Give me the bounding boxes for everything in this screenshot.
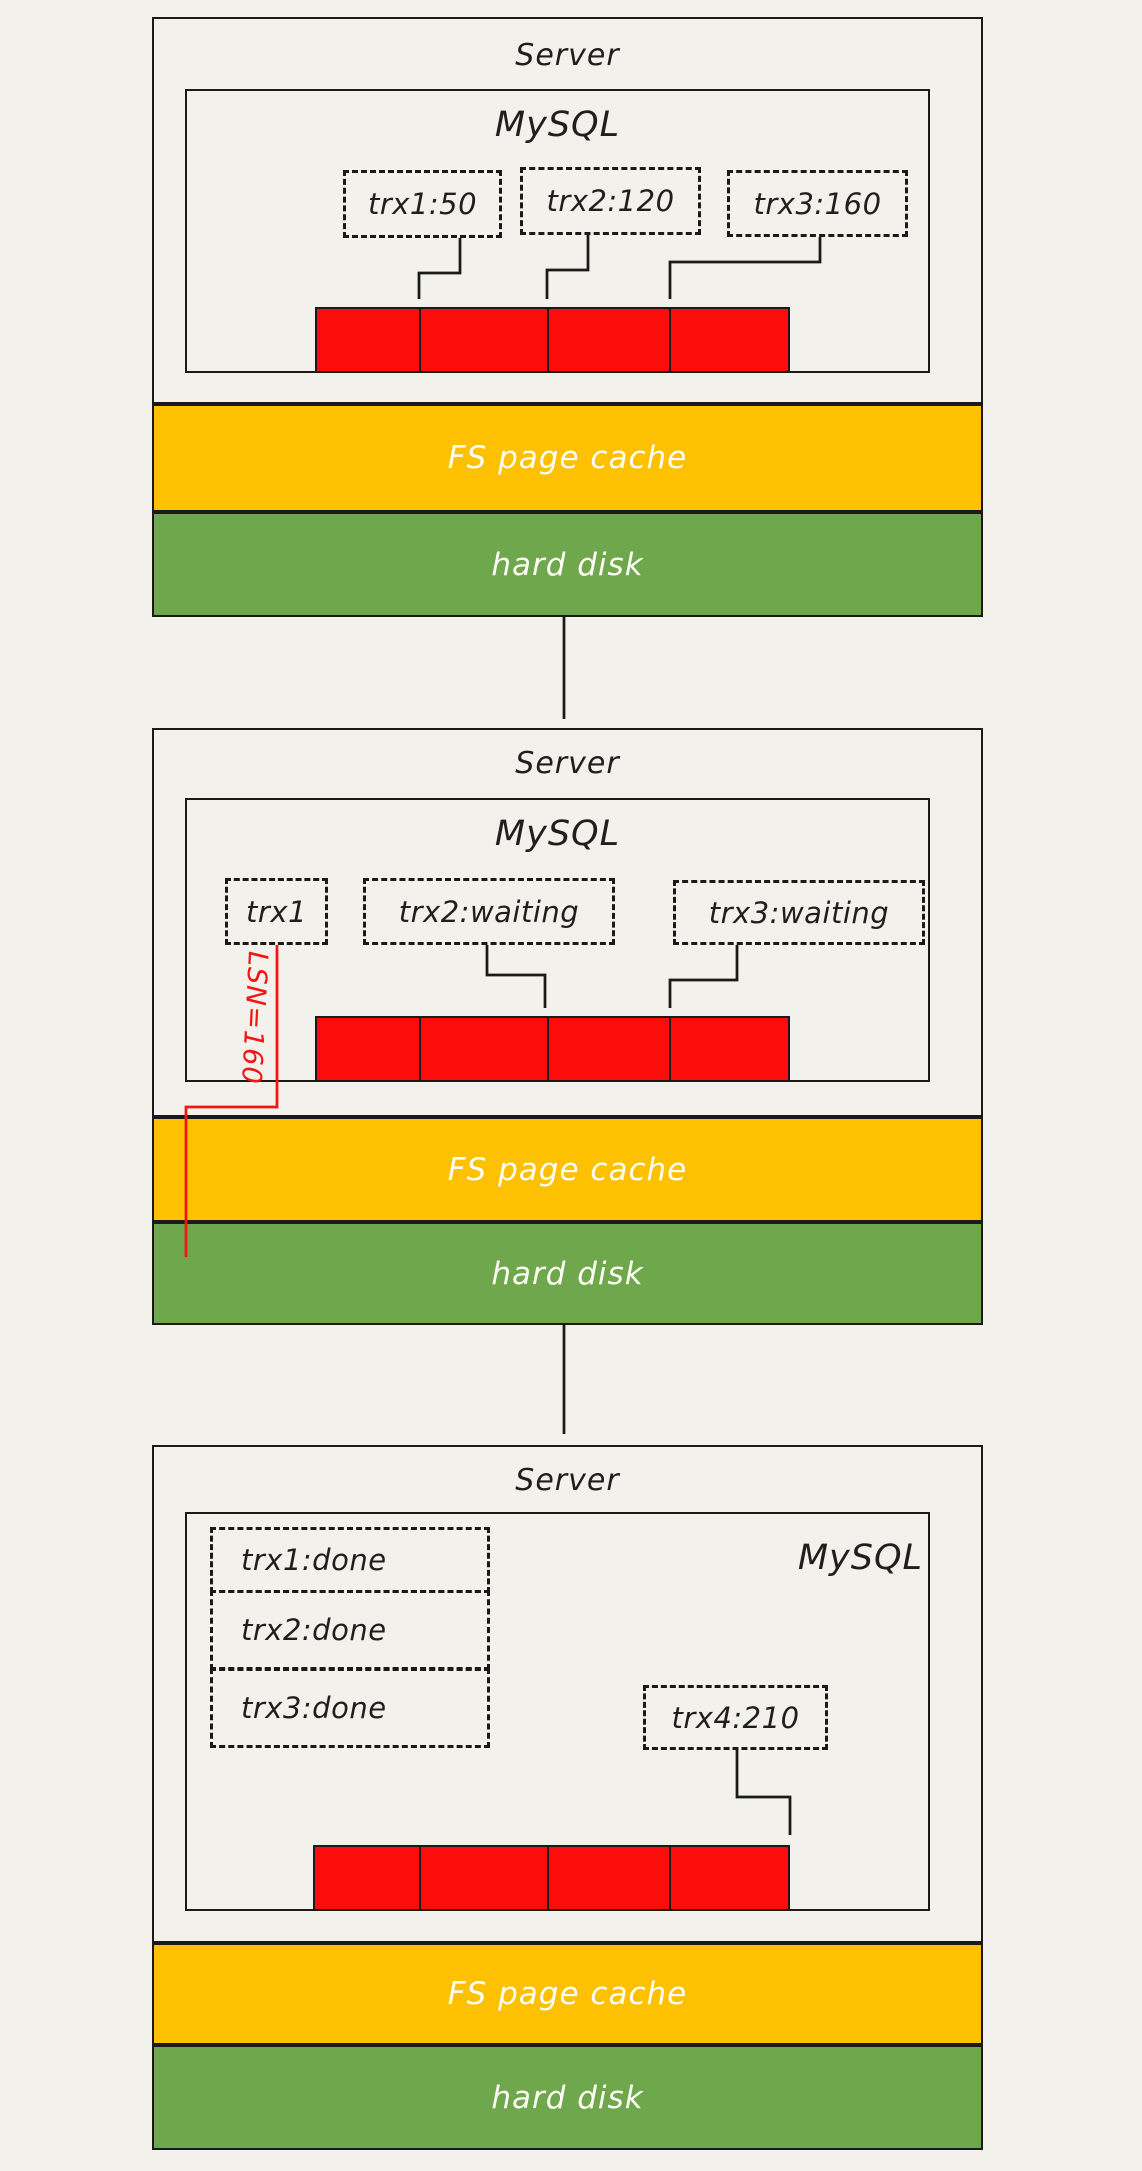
trx3-done-box: trx3:done bbox=[210, 1668, 490, 1748]
hard-disk-band-2: hard disk bbox=[152, 1222, 983, 1325]
log-buffer-segment bbox=[317, 1018, 421, 1080]
mysql-label-2: MySQL bbox=[494, 814, 621, 854]
mysql-label-3: MySQL bbox=[797, 1538, 923, 1578]
server-label-2: Server bbox=[515, 746, 620, 781]
trx2-waiting-box: trx2:waiting bbox=[363, 878, 615, 945]
server-box-3 bbox=[152, 1445, 983, 1943]
fs-page-cache-band-1: FS page cache bbox=[152, 404, 983, 512]
log-buffer-segment bbox=[549, 1018, 671, 1080]
server-box-2 bbox=[152, 728, 983, 1117]
log-buffer-segment bbox=[317, 309, 421, 371]
trx2-done-box: trx2:done bbox=[210, 1590, 490, 1670]
fs-page-cache-band-2: FS page cache bbox=[152, 1117, 983, 1222]
trx1-box-2: trx1 bbox=[225, 878, 328, 945]
server-label-1: Server bbox=[515, 38, 620, 73]
trx4-box: trx4:210 bbox=[643, 1685, 828, 1750]
log-buffer-segment bbox=[549, 309, 671, 371]
mysql-label-1: MySQL bbox=[494, 105, 621, 145]
log-buffer-1 bbox=[315, 307, 790, 373]
log-buffer-3 bbox=[313, 1845, 790, 1911]
log-buffer-segment bbox=[671, 1018, 788, 1080]
log-buffer-segment bbox=[315, 1847, 421, 1909]
log-buffer-segment bbox=[549, 1847, 671, 1909]
log-buffer-segment bbox=[421, 1847, 549, 1909]
hard-disk-band-1: hard disk bbox=[152, 512, 983, 617]
fs-page-cache-band-3: FS page cache bbox=[152, 1943, 983, 2045]
trx2-box-1: trx2:120 bbox=[520, 167, 701, 235]
trx3-box-1: trx3:160 bbox=[727, 170, 908, 237]
server-box-1 bbox=[152, 17, 983, 404]
log-buffer-segment bbox=[421, 309, 549, 371]
log-buffer-segment bbox=[671, 309, 788, 371]
hard-disk-band-3: hard disk bbox=[152, 2045, 983, 2150]
trx3-waiting-box: trx3:waiting bbox=[673, 880, 925, 945]
server-label-3: Server bbox=[515, 1463, 620, 1498]
trx1-box-1: trx1:50 bbox=[343, 170, 502, 238]
log-buffer-2 bbox=[315, 1016, 790, 1082]
log-buffer-segment bbox=[671, 1847, 788, 1909]
trx1-done-box: trx1:done bbox=[210, 1527, 490, 1593]
log-buffer-segment bbox=[421, 1018, 549, 1080]
